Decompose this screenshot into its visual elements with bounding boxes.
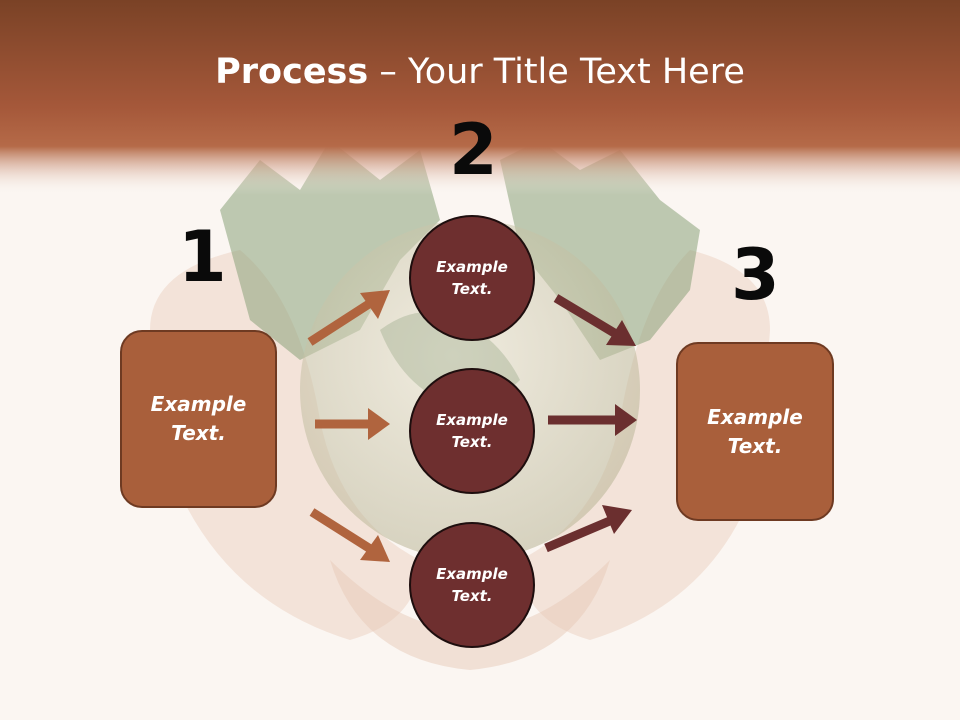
- circle-top-line2: Text.: [451, 280, 493, 298]
- arrow-bottom-to-right: [544, 505, 632, 553]
- step-number-1: 1: [178, 216, 227, 298]
- circle-middle-line1: Example: [436, 410, 508, 429]
- arrow-middle-to-right: [548, 404, 637, 436]
- arrow-left-to-top: [307, 290, 390, 346]
- right-box-line2: Text.: [727, 433, 783, 458]
- slide-title-bold: Process: [215, 52, 369, 92]
- arrow-left-to-middle: [315, 408, 390, 440]
- slide-title-rest: – Your Title Text Here: [368, 52, 745, 92]
- circle-bottom-line1: Example: [436, 564, 508, 583]
- circle-middle-line2: Text.: [451, 433, 493, 451]
- arrow-top-to-right: [553, 294, 636, 346]
- left-box-line1: Example: [150, 392, 247, 416]
- step-number-2: 2: [449, 109, 498, 191]
- circle-top-line1: Example: [436, 257, 508, 276]
- right-box-line1: Example: [707, 404, 803, 429]
- step-number-3: 3: [731, 234, 780, 316]
- circle-bottom-line2: Text.: [451, 587, 493, 605]
- arrow-left-to-bottom: [309, 508, 390, 562]
- left-box-line2: Text.: [171, 421, 226, 445]
- slide-title: Process – Your Title Text Here: [0, 52, 960, 92]
